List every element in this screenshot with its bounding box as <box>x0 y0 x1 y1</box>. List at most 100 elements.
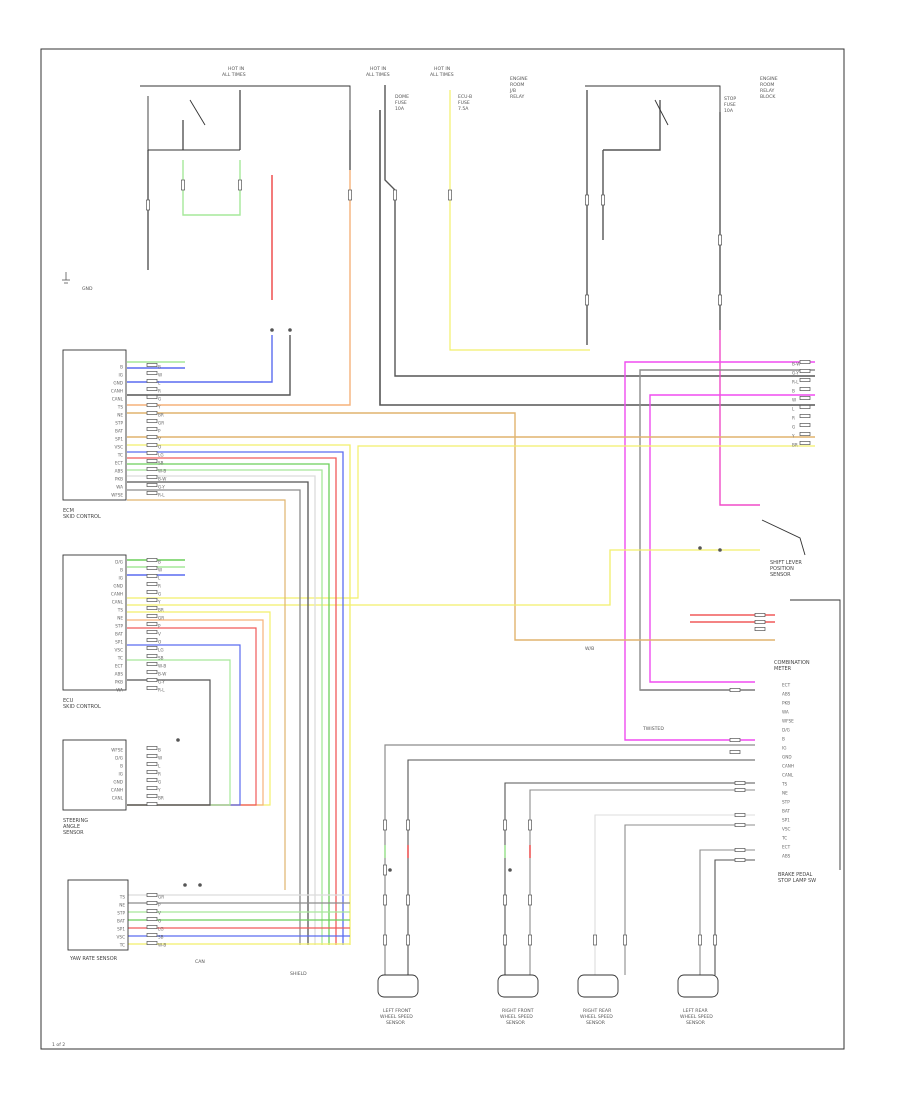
connector-icon <box>146 411 158 415</box>
wire-code-label: G <box>792 425 795 430</box>
sensor-rf-line1: RIGHT FRONT <box>502 1008 534 1014</box>
connector-icon <box>146 443 158 447</box>
connector-icon <box>383 934 387 946</box>
wire-code-label: V <box>158 437 161 442</box>
relay-1-line2: ROOM <box>510 82 524 88</box>
wire-grey-right-1 <box>639 369 815 691</box>
pin-label: B <box>120 568 123 573</box>
note-wb: W/B <box>585 646 594 652</box>
connector-icon <box>623 934 627 946</box>
pin-label: IG <box>119 576 123 581</box>
pin-label: PKB <box>782 701 790 706</box>
shift-lever-label-1: SHIFT LEVER <box>770 560 802 566</box>
skid-control-label-above: SKID CONTROL <box>63 514 101 520</box>
wire-code-label: G <box>158 397 161 402</box>
connector-icon <box>146 395 158 399</box>
pin-label-group: BIGGNDCANHCANLTSNESTPBATSP1VSCTCECTABSPK… <box>111 365 794 948</box>
wire-magenta-right-2 <box>649 394 815 683</box>
wire-black-relay-3 <box>603 100 661 151</box>
connector-icon <box>799 396 811 400</box>
pin-label: STP <box>115 624 123 629</box>
pin-label: ABS <box>115 672 124 677</box>
relay-2-line4: BLOCK <box>760 94 776 100</box>
relay-2-line3: RELAY <box>760 88 775 94</box>
hot-label-3-line1: HOT IN <box>434 66 450 72</box>
wire-skid-black <box>127 679 211 806</box>
wire-code-label: B-W <box>158 477 166 482</box>
steering-angle-label-2: ANGLE <box>63 824 80 830</box>
pin-label: BAT <box>115 429 123 434</box>
pin-label: CANL <box>112 397 124 402</box>
note-twisted: TWISTED <box>642 726 664 732</box>
connector-icon <box>146 654 158 658</box>
steering-angle-label-1: STEERING <box>63 818 88 824</box>
connector-icon <box>146 746 158 750</box>
fuse-1-line2: FUSE <box>395 100 407 106</box>
connector-icon <box>146 475 158 479</box>
wire-sensor-rr-1 <box>594 814 755 975</box>
wire-code-label: B <box>158 748 161 753</box>
connector-icon <box>146 762 158 766</box>
connector-icon <box>181 179 185 191</box>
connector-icon <box>718 234 722 246</box>
pin-label: NE <box>119 903 125 908</box>
pin-label: NE <box>117 616 123 621</box>
connector-icon <box>146 363 158 367</box>
pin-label: VSC <box>115 445 124 450</box>
wire-code-label: L <box>158 381 161 386</box>
sensor-icon <box>377 974 719 998</box>
sensor-lr-line1: LEFT REAR <box>683 1008 709 1014</box>
connector-icon <box>146 686 158 690</box>
connector-icon <box>146 778 158 782</box>
connector-icon <box>799 360 811 364</box>
connector-icon <box>146 754 158 758</box>
wire-ecm-blue-1 <box>127 451 344 945</box>
pin-label: TS <box>781 782 788 787</box>
connector-icon <box>146 614 158 618</box>
hot-label-3-line2: ALL TIMES <box>430 72 454 78</box>
pin-label: CANH <box>111 592 123 597</box>
wire-sensor-rr-2 <box>624 824 755 975</box>
connector-icon <box>146 662 158 666</box>
pin-label: TC <box>117 453 123 458</box>
connector-icon <box>146 574 158 578</box>
connector-icon <box>734 788 746 792</box>
pin-label: D/G <box>782 728 790 733</box>
connector-icon <box>585 294 589 306</box>
pin-label: GND <box>113 584 123 589</box>
diagram-frame <box>40 48 845 1050</box>
pin-label: TC <box>117 656 123 661</box>
hot-label-2-line2: ALL TIMES <box>366 72 390 78</box>
steering-angle-sensor-box <box>62 739 127 811</box>
wire-layer <box>127 85 815 975</box>
pin-label: CANL <box>782 773 794 778</box>
connector-icon <box>754 613 766 617</box>
wire-code-label: B <box>158 560 161 565</box>
connector-icon <box>383 864 387 876</box>
pin-label: ABS <box>782 854 791 859</box>
wire-code-label: Y <box>157 600 161 605</box>
wire-code-label: R <box>158 584 161 589</box>
pin-label: WA <box>782 710 789 715</box>
pin-label: TS <box>117 608 124 613</box>
sensor-lf-line1: LEFT FRONT <box>383 1008 411 1014</box>
wire-ecm-black-1 <box>127 481 309 945</box>
engine-room-relay-block-outline <box>140 85 351 130</box>
connector-icon <box>698 934 702 946</box>
pin-label: BAT <box>115 632 123 637</box>
brake-pedal-label-2: STOP LAMP SW <box>778 878 816 884</box>
connector-icon <box>799 441 811 445</box>
wire-code-label: W-B <box>158 943 166 948</box>
splice-icon <box>183 883 187 887</box>
wire-ecm-tan-1 <box>127 499 286 890</box>
sensor-rr-line3: SENSOR <box>586 1020 606 1026</box>
connector-icon <box>406 819 410 831</box>
sensor-rf-line2: WHEEL SPEED <box>500 1014 533 1020</box>
wire-code-label: V <box>158 911 161 916</box>
connector-icon <box>754 627 766 631</box>
wire-code-label: R <box>158 389 161 394</box>
pin-label: B <box>782 737 785 742</box>
connector-icon <box>799 405 811 409</box>
wire-code-label: LG <box>158 927 164 932</box>
